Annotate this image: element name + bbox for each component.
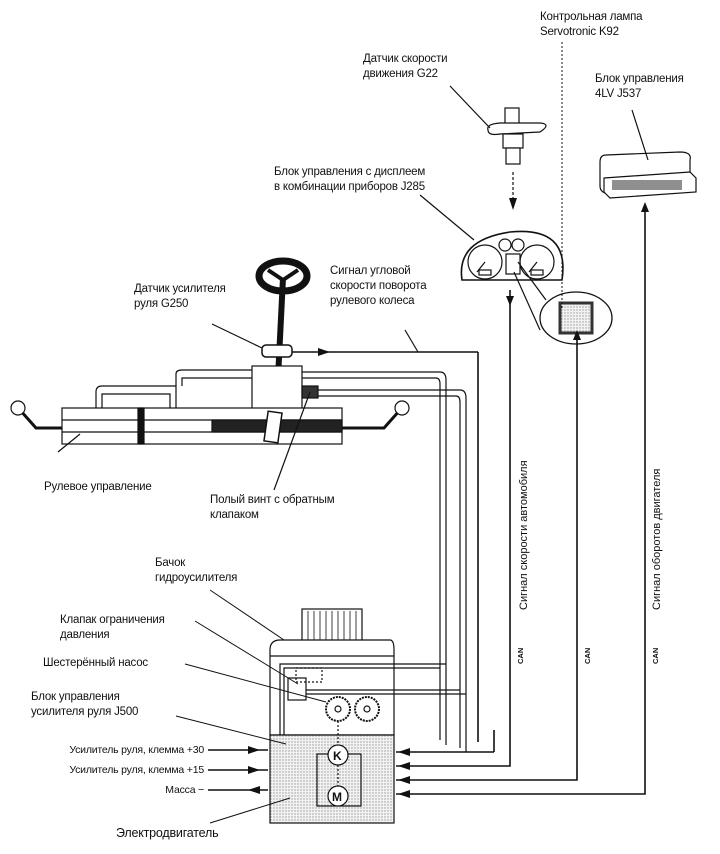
input-wires [208, 746, 268, 794]
label-j500-line1: Блок управления [31, 691, 120, 703]
speed-sensor-g22 [449, 85, 547, 210]
label-j537: Блок управления 4LV J537 [595, 72, 684, 102]
label-angular-signal: Сигнал угловой скорости поворота рулевог… [330, 264, 427, 309]
motor-symbol: M [332, 790, 342, 804]
label-j537-line1: Блок управления [595, 73, 684, 85]
can-bus-lines [493, 202, 649, 792]
label-pressure-valve: Клапак ограничения давления [60, 613, 165, 643]
label-j537-line2: 4LV J537 [595, 88, 642, 100]
label-angular-line2: скорости поворота [330, 280, 427, 292]
label-terminal-15: Усилитель руля, клемма +15 [38, 763, 204, 778]
label-terminal-30-text: Усилитель руля, клемма +30 [69, 744, 204, 756]
can-label-1: CAN [516, 647, 525, 664]
steering-rack [10, 365, 467, 752]
label-hollow-screw: Полый винт с обратным клапаком [210, 493, 335, 523]
label-angular-line3: рулевого колеса [330, 295, 415, 307]
relay-symbol: K [333, 749, 342, 763]
label-pressure-valve-line2: давления [60, 629, 110, 641]
power-steering-pump [269, 608, 466, 824]
label-gear-pump-text: Шестерённый насос [43, 657, 148, 669]
label-electric-motor: Электродвигатель [116, 826, 219, 841]
label-g22: Датчик скорости движения G22 [363, 52, 448, 82]
label-g22-line2: движения G22 [363, 68, 438, 80]
signal-wires [396, 748, 646, 798]
label-k92-line2: Servotronic K92 [540, 26, 619, 38]
label-j500: Блок управления усилителя руля J500 [31, 690, 138, 720]
label-k92-line1: Контрольная лампа [540, 11, 643, 23]
label-k92: Контрольная лампа Servotronic K92 [540, 10, 643, 40]
label-j285: Блок управления с дисплеем в комбинации … [274, 165, 425, 195]
label-angular-line1: Сигнал угловой [330, 265, 411, 277]
label-j285-line1: Блок управления с дисплеем [274, 166, 426, 178]
label-gear-pump: Шестерённый насос [43, 656, 148, 671]
label-g250: Датчик усилителя руля G250 [134, 282, 226, 312]
label-terminal-15-text: Усилитель руля, клемма +15 [69, 764, 204, 776]
can-label-2: CAN [583, 647, 592, 664]
label-terminal-30: Усилитель руля, клемма +30 [38, 743, 204, 758]
engine-control-unit-j537 [599, 109, 697, 199]
label-g22-line1: Датчик скорости [363, 53, 448, 65]
label-hollow-screw-line2: клапаком [210, 509, 259, 521]
label-engine-rpm-signal: Сигнал оборотов двигателя [651, 468, 663, 610]
instrument-cluster-j285 [419, 194, 613, 345]
label-g250-line2: руля G250 [134, 298, 189, 310]
label-reservoir: Бачок гидроусилителя [155, 556, 237, 586]
leader-lines [175, 589, 327, 824]
label-g250-line1: Датчик усилителя [134, 283, 226, 295]
label-electric-motor-text: Электродвигатель [116, 826, 219, 840]
label-pressure-valve-line1: Клапак ограничения [60, 614, 165, 626]
label-j285-line2: в комбинации приборов J285 [274, 181, 425, 193]
label-ground-text: Масса − [165, 784, 204, 796]
steering-sensor-g250 [211, 323, 479, 742]
label-j500-line2: усилителя руля J500 [31, 706, 139, 718]
label-reservoir-line2: гидроусилителя [155, 572, 238, 584]
label-vehicle-speed-signal: Сигнал скорости автомобиля [518, 460, 530, 610]
label-reservoir-line1: Бачок [155, 557, 186, 569]
label-hollow-screw-line1: Полый винт с обратным [210, 494, 335, 506]
label-steering-gear: Рулевое управление [44, 480, 152, 495]
label-ground: Масса − [80, 783, 204, 798]
can-label-3: CAN [651, 647, 660, 664]
label-steering-gear-text: Рулевое управление [44, 481, 152, 493]
